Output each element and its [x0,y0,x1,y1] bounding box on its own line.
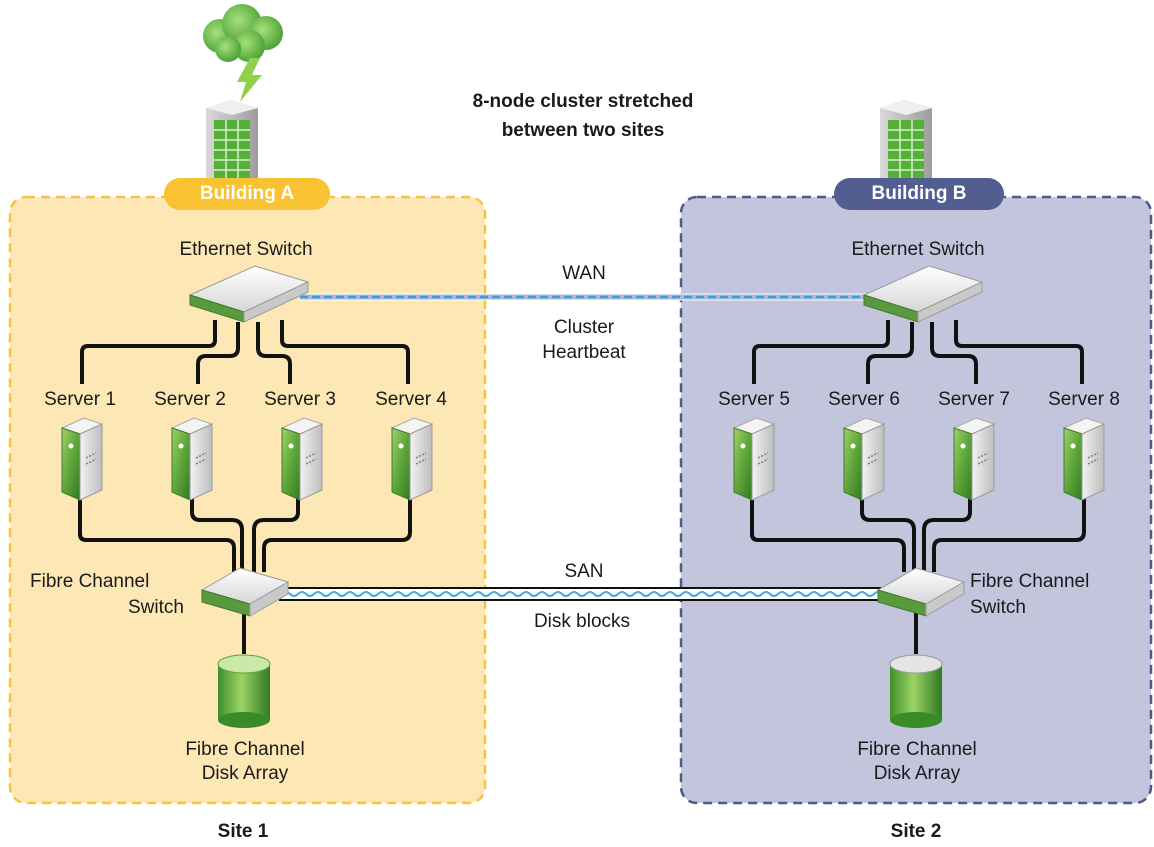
server-tower-icon [390,417,434,501]
server-label: Server 5 [718,389,790,410]
wan-label: WAN [562,263,606,284]
disk-array-b-label-line1: Fibre Channel [857,739,977,760]
fc-cables-site2 [750,498,1086,654]
ethernet-cables-site2 [752,320,1084,384]
diagram-title-line1: 8-node cluster stretched [472,91,694,112]
fc-switch-a-icon [200,567,290,617]
server-tower-icon [170,417,214,501]
server-label: Server 1 [44,389,116,410]
disk-array-b-label-line2: Disk Array [873,763,961,784]
san-label: SAN [564,561,604,582]
fc-switch-b-label-line2: Switch [970,597,1026,618]
ethernet-cables-site1 [80,320,410,384]
server-label: Server 2 [154,389,226,410]
server-label: Server 3 [264,389,336,410]
server-label: Server 4 [375,389,447,410]
server-label: Server 8 [1048,389,1120,410]
server-tower-icon [1062,417,1106,501]
fc-switch-b-label-line1: Fibre Channel [970,571,1090,592]
building-b-icon [880,100,932,190]
ethernet-switch-a-icon [188,265,310,323]
building-a-label: Building A [164,178,330,210]
server-tower-icon [952,417,996,501]
fc-switch-a-label-line1: Fibre Channel [30,571,150,592]
server-tower-icon [60,417,104,501]
site1-region [8,195,487,805]
ethernet-switch-b-icon [862,265,984,323]
storm-cloud-icon [203,4,283,102]
server-tower-icon [280,417,324,501]
diagram-title-line2: between two sites [501,120,665,141]
ethernet-switch-b-label: Ethernet Switch [851,239,985,260]
fc-switch-a-label-line2: Switch [128,597,184,618]
ethernet-switch-a-label: Ethernet Switch [179,239,313,260]
disk-array-a-label-line2: Disk Array [201,763,289,784]
site1-label: Site 1 [217,821,269,842]
server-label: Server 6 [828,389,900,410]
server-tower-icon [842,417,886,501]
building-a-icon [203,4,283,190]
server-label: Server 7 [938,389,1010,410]
disk-blocks-label: Disk blocks [533,611,631,632]
heartbeat-label-line2: Heartbeat [542,342,626,363]
disk-array-a-icon [217,654,271,728]
san-link [279,587,883,601]
fc-cables-site1 [78,498,412,654]
heartbeat-label-line1: Cluster [553,317,615,338]
fc-switch-b-icon [876,567,966,617]
server-tower-icon [732,417,776,501]
disk-array-b-icon [889,654,943,728]
site2-label: Site 2 [890,821,942,842]
building-b-label: Building B [834,178,1004,210]
disk-array-a-label-line1: Fibre Channel [185,739,305,760]
